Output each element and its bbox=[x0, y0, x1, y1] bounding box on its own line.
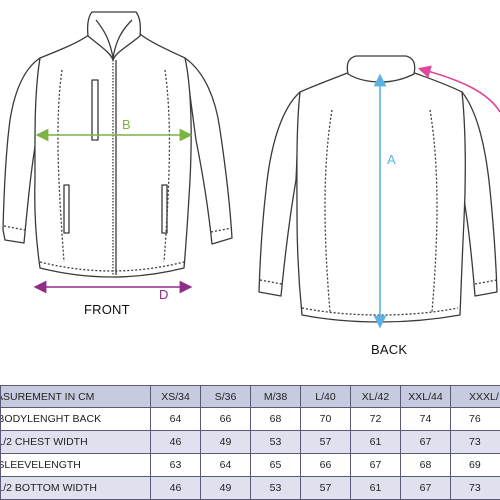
table-row: - 1/2 CHEST WIDTH 46 49 53 57 61 67 73 bbox=[0, 430, 500, 454]
dimension-d-label: D bbox=[159, 287, 169, 302]
table-cell: 70 bbox=[300, 407, 351, 431]
row-label: - BODYLENGHT BACK bbox=[0, 407, 151, 431]
header-size: XS/34 bbox=[150, 385, 201, 408]
table-header-row: EASUREMENT IN CM XS/34 S/36 M/38 L/40 XL… bbox=[0, 385, 500, 408]
jacket-drawing bbox=[2, 11, 500, 329]
front-view-label: FRONT bbox=[84, 302, 130, 317]
table-row: - BODYLENGHT BACK 64 66 68 70 72 74 76 bbox=[0, 407, 500, 431]
table-cell: 49 bbox=[200, 430, 251, 454]
table-cell: 74 bbox=[400, 407, 451, 431]
table-cell: 67 bbox=[350, 453, 401, 477]
size-chart-table: EASUREMENT IN CM XS/34 S/36 M/38 L/40 XL… bbox=[0, 385, 500, 500]
table-cell: 61 bbox=[350, 430, 401, 454]
row-label: - SLEEVELENGTH bbox=[0, 453, 151, 477]
table-cell: 49 bbox=[200, 476, 251, 500]
header-measurement: EASUREMENT IN CM bbox=[0, 385, 151, 408]
dimension-sleeve-arrow bbox=[417, 65, 500, 113]
table-cell: 67 bbox=[400, 430, 451, 454]
header-size: S/36 bbox=[200, 385, 251, 408]
dimension-a-label: A bbox=[387, 152, 396, 167]
header-size: M/38 bbox=[250, 385, 301, 408]
table-cell: 66 bbox=[200, 407, 251, 431]
table-cell: 57 bbox=[300, 430, 351, 454]
table-cell: 68 bbox=[400, 453, 451, 477]
table-cell: 57 bbox=[300, 476, 351, 500]
front-left-sleeve bbox=[2, 57, 41, 244]
table-cell: 65 bbox=[250, 453, 301, 477]
row-label: - 1/2 BOTTOM WIDTH bbox=[0, 476, 151, 500]
header-size: XL/42 bbox=[350, 385, 401, 408]
table-cell: 46 bbox=[150, 476, 201, 500]
table-cell: 68 bbox=[250, 407, 301, 431]
back-left-sleeve bbox=[258, 91, 301, 297]
table-row: - SLEEVELENGTH 63 64 65 66 67 68 69 bbox=[0, 453, 500, 477]
table-cell: 73 bbox=[450, 430, 500, 454]
header-size: XXXL/ bbox=[450, 385, 500, 408]
table-cell: 76 bbox=[450, 407, 500, 431]
table-cell: 53 bbox=[250, 476, 301, 500]
dimension-b-label: B bbox=[122, 117, 131, 132]
table-cell: 63 bbox=[150, 453, 201, 477]
back-jacket bbox=[258, 55, 498, 323]
table-cell: 46 bbox=[150, 430, 201, 454]
table-cell: 64 bbox=[200, 453, 251, 477]
table-cell: 72 bbox=[350, 407, 401, 431]
table-row: - 1/2 BOTTOM WIDTH 46 49 53 57 61 67 73 bbox=[0, 476, 500, 500]
front-body bbox=[34, 33, 192, 278]
table-cell: 53 bbox=[250, 430, 301, 454]
back-view-label: BACK bbox=[371, 342, 408, 357]
back-right-sleeve bbox=[461, 91, 498, 297]
table-cell: 67 bbox=[400, 476, 451, 500]
table-cell: 64 bbox=[150, 407, 201, 431]
front-jacket bbox=[2, 11, 233, 278]
table-cell: 61 bbox=[350, 476, 401, 500]
header-size: XXL/44 bbox=[400, 385, 451, 408]
row-label: - 1/2 CHEST WIDTH bbox=[0, 430, 151, 454]
header-size: L/40 bbox=[300, 385, 351, 408]
table-cell: 73 bbox=[450, 476, 500, 500]
front-collar bbox=[86, 11, 142, 61]
table-cell: 69 bbox=[450, 453, 500, 477]
front-right-sleeve bbox=[184, 57, 233, 245]
back-body bbox=[296, 71, 466, 323]
back-collar bbox=[346, 55, 416, 83]
table-cell: 66 bbox=[300, 453, 351, 477]
